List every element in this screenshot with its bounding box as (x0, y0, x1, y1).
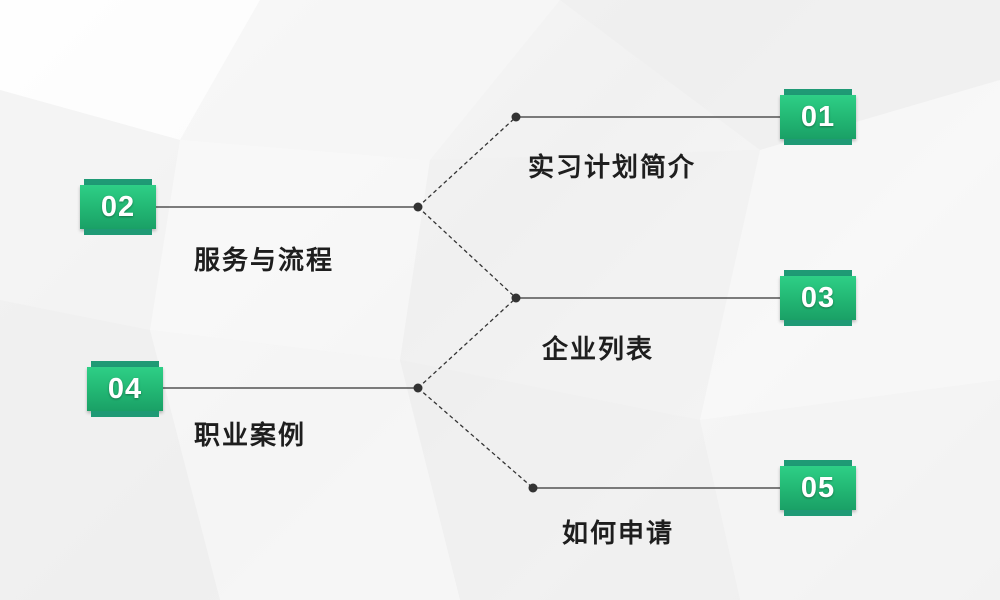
badge-01: 01 (780, 89, 856, 145)
badge-number-02: 02 (100, 190, 136, 223)
badge-body: 04 (87, 367, 163, 411)
junction-dot-03 (511, 293, 521, 303)
badge-strip-top (91, 361, 159, 367)
label-05: 如何申请 (562, 519, 675, 549)
badge-strip-bottom (784, 510, 852, 516)
label-03: 企业列表 (542, 335, 655, 365)
badge-body: 02 (80, 185, 156, 229)
badge-02: 02 (80, 179, 156, 235)
label-04: 职业案例 (194, 421, 307, 451)
badge-body: 03 (780, 276, 856, 320)
badge-strip-top (784, 89, 852, 95)
badge-strip-top (784, 270, 852, 276)
badge-number-05: 05 (800, 471, 836, 504)
branch-dashed-04-05 (417, 387, 534, 489)
badge-number-03: 03 (800, 281, 836, 314)
badge-body: 01 (780, 95, 856, 139)
badge-04: 04 (87, 361, 163, 417)
label-02: 服务与流程 (194, 246, 335, 276)
junction-dot-02 (413, 202, 423, 212)
branch-dashed-04-03 (417, 297, 517, 389)
badge-number-04: 04 (107, 372, 143, 405)
badge-strip-top (84, 179, 152, 185)
junction-dot-01 (511, 112, 521, 122)
badge-03: 03 (780, 270, 856, 326)
branch-dashed-02-01 (417, 116, 517, 208)
badge-body: 05 (780, 466, 856, 510)
badge-strip-bottom (784, 139, 852, 145)
branch-dashed-02-03 (417, 206, 517, 299)
label-01: 实习计划简介 (528, 153, 697, 183)
badge-number-01: 01 (800, 100, 836, 133)
badge-strip-bottom (91, 411, 159, 417)
badge-05: 05 (780, 460, 856, 516)
badge-strip-bottom (84, 229, 152, 235)
badge-strip-bottom (784, 320, 852, 326)
junction-dot-05 (528, 483, 538, 493)
junction-dot-04 (413, 383, 423, 393)
badge-strip-top (784, 460, 852, 466)
